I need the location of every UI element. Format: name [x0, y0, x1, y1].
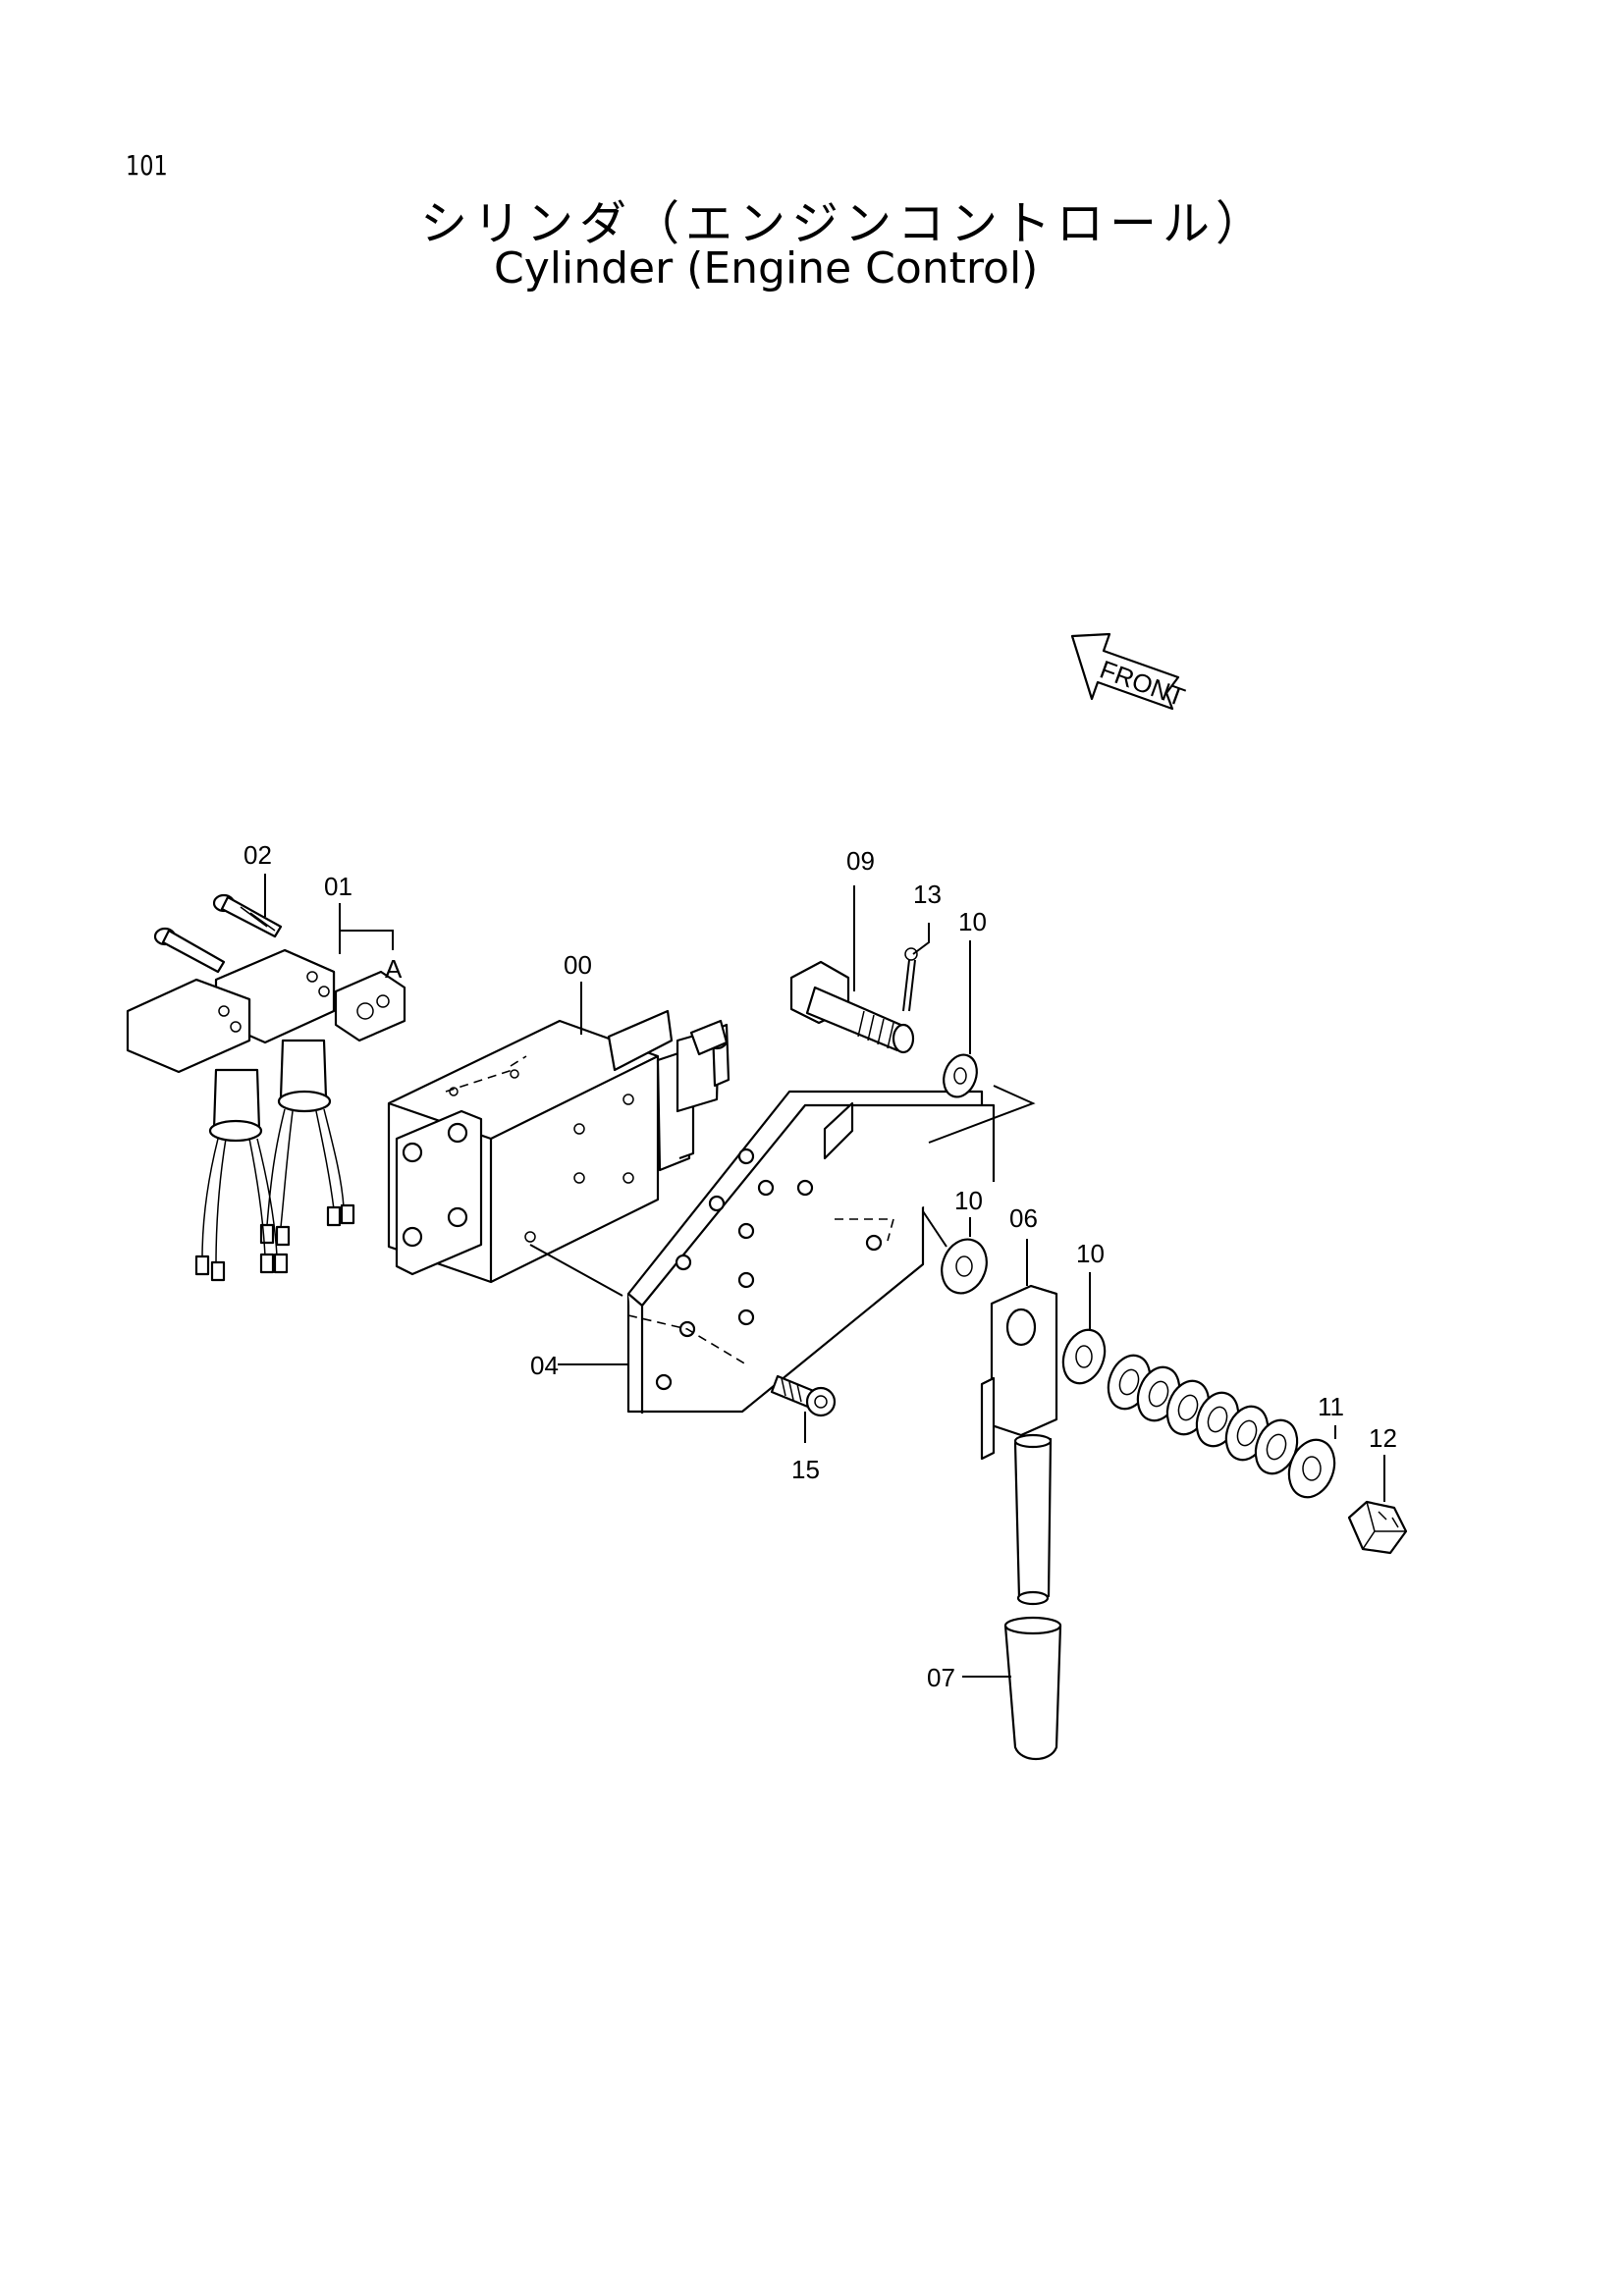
washer-part-11 — [1287, 1438, 1336, 1499]
title-english: Cylinder (Engine Control) — [494, 243, 1039, 294]
page-number: 101 — [126, 149, 168, 182]
bolt-part-02 — [153, 893, 283, 974]
lever-part-06 — [980, 1284, 1058, 1461]
label-part-10-upper: 10 — [958, 907, 987, 936]
bolt-part-15 — [770, 1374, 837, 1417]
label-part-10-right: 10 — [1076, 1239, 1105, 1268]
label-part-13: 13 — [913, 880, 942, 909]
rod-part-07-upper — [1013, 1433, 1053, 1606]
washer-part-10c — [1061, 1328, 1107, 1385]
label-part-15: 15 — [791, 1455, 820, 1484]
label-part-02: 02 — [243, 840, 272, 870]
label-part-00: 00 — [564, 950, 592, 980]
solenoid-valve-part-01 — [126, 948, 355, 1282]
label-part-11: 11 — [1318, 1392, 1344, 1421]
mounting-plate-part-04 — [626, 1090, 996, 1414]
label-part-09: 09 — [846, 846, 875, 876]
label-part-10-middle: 10 — [954, 1186, 983, 1215]
label-part-12: 12 — [1369, 1423, 1397, 1453]
washer-part-10b — [941, 1238, 988, 1295]
front-arrow-label: FRONT — [1096, 655, 1189, 713]
front-arrow-icon: FRONT — [1070, 632, 1189, 713]
gasket-part-a — [334, 970, 406, 1042]
castle-nut-part-12 — [1347, 1500, 1408, 1555]
label-part-06: 06 — [1009, 1203, 1038, 1233]
cylinder-block-part-00 — [387, 1009, 730, 1284]
label-part-04: 04 — [530, 1351, 559, 1380]
label-ref-a: A — [385, 954, 403, 984]
label-part-01: 01 — [324, 872, 352, 901]
cotter-pin-part-13 — [902, 947, 918, 1012]
grip-part-07 — [1003, 1616, 1062, 1760]
bolt-part-09 — [789, 960, 915, 1054]
washer-part-10a — [943, 1053, 978, 1098]
label-part-07: 07 — [927, 1663, 955, 1692]
spring-washer-stack — [1107, 1354, 1299, 1475]
title-japanese: シリンダ（エンジンコントロール） — [420, 196, 1270, 251]
